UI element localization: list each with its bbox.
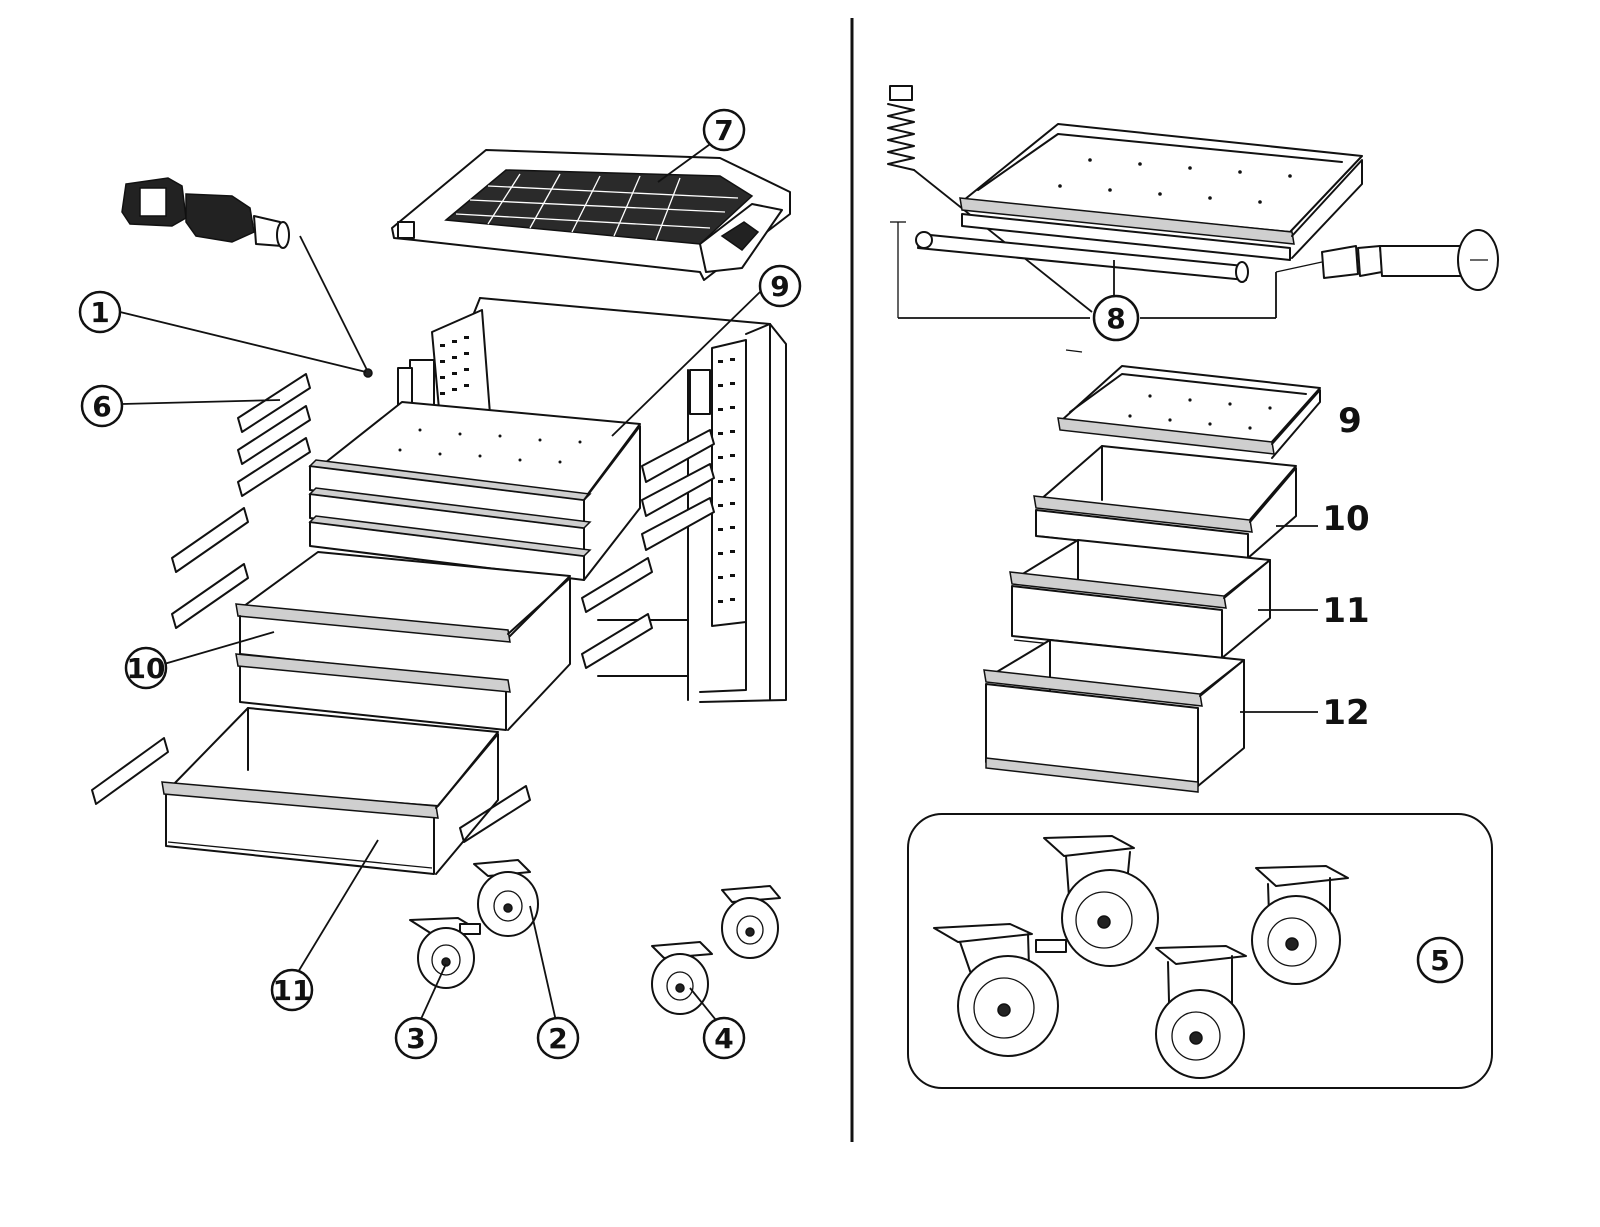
cabinet-frame-part (397, 297, 787, 703)
label-11-right: 11 (1322, 591, 1369, 631)
medium-drawer-part (235, 551, 571, 731)
svg-text:4: 4 (714, 1022, 733, 1055)
callout-10: 10 (124, 646, 168, 690)
label-10-right: 10 (1322, 499, 1369, 539)
label-12-right: 12 (1322, 693, 1369, 733)
shallow-drawer-stack (308, 401, 641, 581)
label-9-right: 9 (1338, 401, 1362, 441)
right-top-drawer (959, 123, 1363, 261)
callout-9: 9 (758, 264, 802, 308)
svg-text:6: 6 (92, 390, 111, 423)
callout-6: 6 (80, 384, 124, 428)
drawer-handle-bar-part (915, 231, 1249, 283)
svg-text:3: 3 (406, 1022, 425, 1055)
callout-11: 11 (270, 968, 314, 1012)
callout-4: 4 (702, 1016, 746, 1060)
svg-text:9: 9 (770, 270, 789, 303)
side-handle-part (121, 177, 373, 378)
caster-swivel-brake-part (409, 917, 481, 989)
right-drawer-9 (1057, 365, 1321, 459)
svg-text:1: 1 (90, 296, 109, 329)
callout-8-bracket (898, 260, 1277, 353)
left-slide-rails-part (91, 373, 311, 805)
casters-set-box (907, 813, 1493, 1089)
left-leader-lines (119, 133, 761, 1031)
lock-cylinder-part (1275, 229, 1499, 291)
callout-2: 2 (536, 1016, 580, 1060)
callout-3: 3 (394, 1016, 438, 1060)
callout-7: 7 (702, 108, 746, 152)
right-drawer-12 (983, 639, 1245, 793)
callout-1: 1 (78, 290, 122, 334)
large-drawer-part (161, 707, 499, 875)
caster-swivel-part (473, 859, 539, 937)
callout-8: 8 (1092, 294, 1140, 342)
svg-text:11: 11 (273, 974, 312, 1007)
svg-text:10: 10 (127, 652, 166, 685)
callout-5: 5 (1416, 936, 1464, 984)
svg-text:7: 7 (714, 114, 733, 147)
caster-fixed-part (651, 885, 781, 1015)
right-leader-lines (1240, 525, 1318, 713)
right-drawer-11 (1009, 539, 1271, 663)
right-slide-rails (459, 429, 715, 843)
top-tray-mat-part (391, 149, 791, 281)
spring-and-pins-part (887, 85, 1093, 318)
svg-text:8: 8 (1106, 302, 1125, 335)
svg-text:5: 5 (1430, 944, 1449, 977)
svg-text:2: 2 (548, 1022, 567, 1055)
